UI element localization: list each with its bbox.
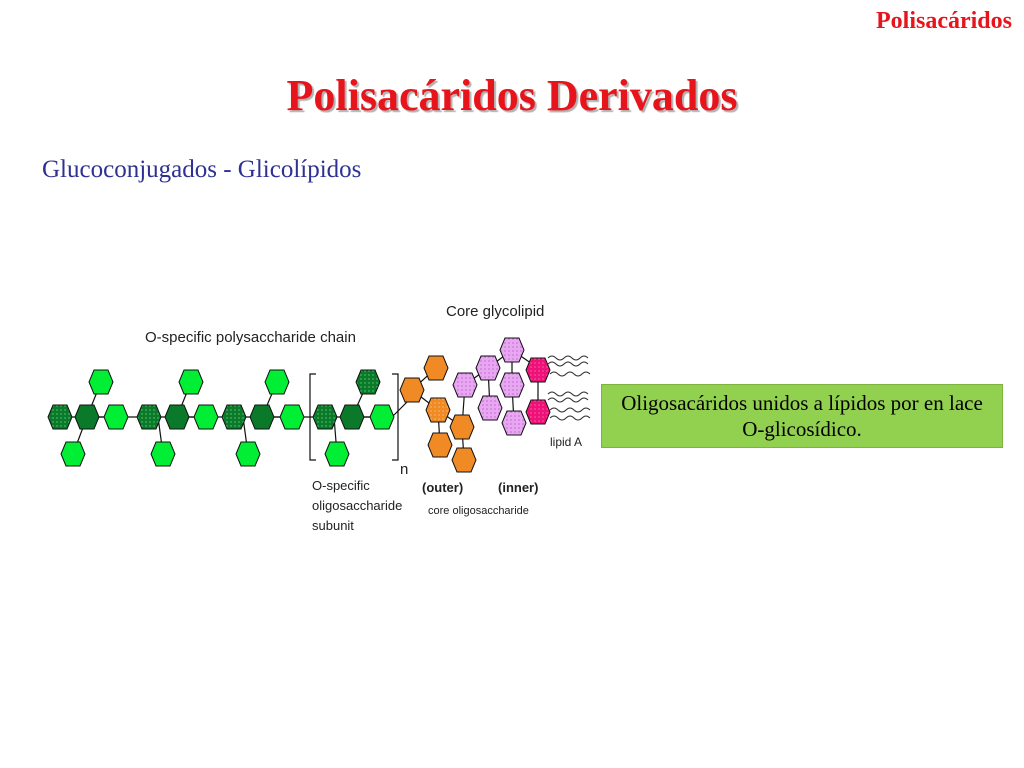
page-title: Polisacáridos Derivados: [286, 71, 738, 120]
lipopolysaccharide-diagram: O-specific polysaccharide chain Core gly…: [47, 303, 591, 533]
label-subunit-line3: subunit: [312, 518, 354, 533]
page-subtitle: Glucoconjugados - Glicolípidos: [42, 156, 362, 183]
label-n: n: [400, 461, 408, 478]
label-inner: (inner): [498, 480, 538, 495]
label-lipid-a: lipid A: [550, 435, 582, 449]
o-chain-sugars: [47, 369, 395, 467]
repeat-brackets: [309, 373, 399, 461]
lipid-a-fatty-acid-tails: [547, 355, 591, 421]
info-box-text: Oligosacáridos unidos a lípidos por en l…: [621, 391, 983, 441]
label-core-oligosaccharide: core oligosaccharide: [428, 505, 529, 517]
label-core-glycolipid: Core glycolipid: [446, 303, 544, 320]
info-box: Oligosacáridos unidos a lípidos por en l…: [601, 384, 1003, 448]
corner-title: Polisacáridos: [876, 8, 1012, 34]
label-outer: (outer): [422, 480, 463, 495]
label-subunit-line1: O-specific: [312, 478, 370, 493]
label-o-chain: O-specific polysaccharide chain: [145, 329, 356, 346]
label-subunit-line2: oligosaccharide: [312, 498, 402, 513]
